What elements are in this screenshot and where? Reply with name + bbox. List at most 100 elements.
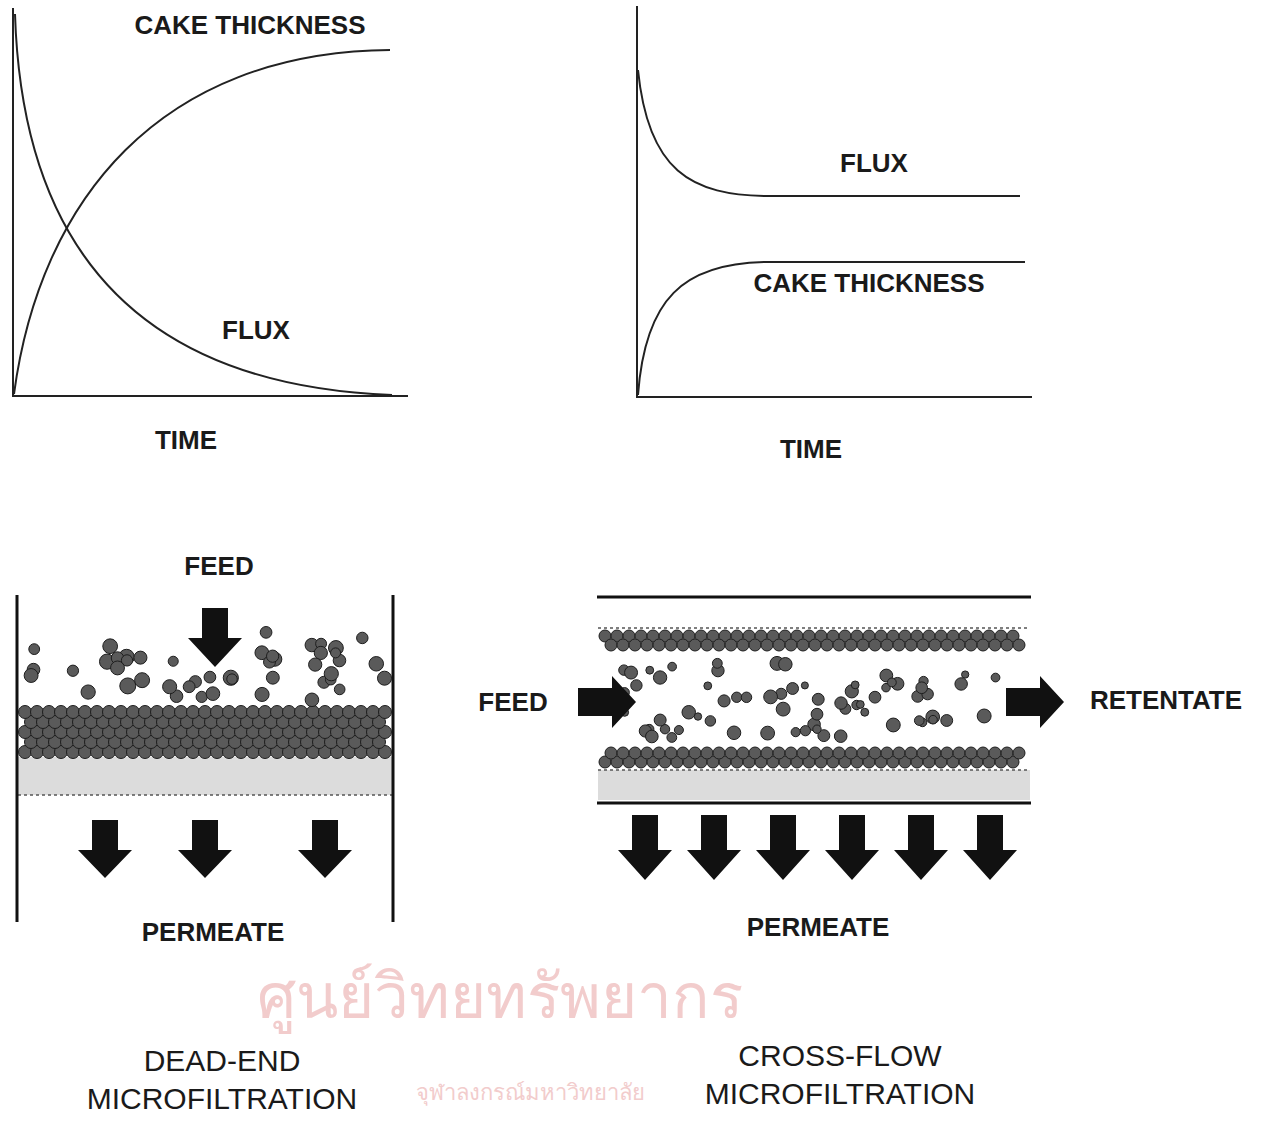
cross-flow-module xyxy=(578,597,1064,880)
particle xyxy=(120,678,136,694)
particle xyxy=(331,648,341,658)
curve-label: CAKE THICKNESS xyxy=(134,10,365,41)
particle xyxy=(677,747,689,759)
permeate-arrow xyxy=(298,820,352,878)
particle xyxy=(727,726,741,740)
particle xyxy=(857,639,869,651)
particle xyxy=(667,733,677,743)
caption: CROSS-FLOW MICROFILTRATION xyxy=(650,1037,1030,1112)
particle xyxy=(764,690,778,704)
permeate-arrows xyxy=(618,815,1017,880)
dead-end-chart xyxy=(13,8,408,396)
cross-flow-chart xyxy=(637,6,1032,397)
particles xyxy=(599,630,1025,768)
particle xyxy=(749,639,761,651)
particle xyxy=(737,639,749,651)
particle xyxy=(127,706,140,719)
particle xyxy=(801,682,808,689)
caption: DEAD-END MICROFILTRATION xyxy=(42,1042,402,1117)
particle xyxy=(785,639,797,651)
particle xyxy=(629,747,641,759)
particle xyxy=(271,706,284,719)
particle xyxy=(199,706,212,719)
permeate-arrow xyxy=(963,815,1017,880)
particle xyxy=(187,706,200,719)
particle xyxy=(641,639,653,651)
particle xyxy=(953,747,965,759)
particle xyxy=(962,671,969,678)
particle xyxy=(617,639,629,651)
particle xyxy=(809,747,821,759)
particle xyxy=(926,710,940,724)
permeate-arrow xyxy=(687,815,741,880)
particle xyxy=(307,706,320,719)
particle xyxy=(1001,639,1013,651)
watermark: ศูนย์วิทยทรัพยากร xyxy=(257,960,743,1034)
particle xyxy=(800,726,810,736)
particle xyxy=(665,747,677,759)
particle xyxy=(965,639,977,651)
stream-label: PERMEATE xyxy=(747,912,890,943)
particle xyxy=(905,747,917,759)
particle xyxy=(677,639,689,651)
particle xyxy=(761,639,773,651)
particle xyxy=(833,639,845,651)
particle xyxy=(67,706,80,719)
particle xyxy=(605,639,617,651)
particle xyxy=(665,639,677,651)
cake-curve xyxy=(14,50,390,394)
particle xyxy=(629,639,641,651)
particle xyxy=(175,706,188,719)
particle xyxy=(732,692,742,702)
particle xyxy=(705,716,715,726)
particle xyxy=(24,669,38,683)
particle xyxy=(761,726,775,740)
particle xyxy=(211,706,224,719)
particle xyxy=(631,680,642,691)
particle xyxy=(646,666,654,674)
particle xyxy=(689,639,701,651)
particle xyxy=(725,639,737,651)
particle xyxy=(713,639,725,651)
particle xyxy=(357,632,368,643)
particle xyxy=(869,747,881,759)
particle xyxy=(625,666,638,679)
stream-label: FEED xyxy=(184,551,253,582)
particle xyxy=(43,706,56,719)
particle xyxy=(235,706,248,719)
permeate-arrow xyxy=(178,820,232,878)
cake-curve xyxy=(638,262,1025,395)
dead-end-module xyxy=(17,595,393,922)
particle xyxy=(295,706,308,719)
permeate-arrow xyxy=(894,815,948,880)
particle xyxy=(223,670,238,685)
particle xyxy=(653,747,665,759)
particle xyxy=(977,639,989,651)
wall xyxy=(597,596,1031,599)
particle xyxy=(941,747,953,759)
particle xyxy=(206,687,220,701)
particle xyxy=(31,706,44,719)
particle xyxy=(812,693,824,705)
particle xyxy=(81,685,95,699)
particle xyxy=(1013,747,1025,759)
particle xyxy=(223,706,236,719)
particle xyxy=(811,708,823,720)
particle xyxy=(737,747,749,759)
particle xyxy=(851,681,859,689)
stream-label: FEED xyxy=(478,687,547,718)
particle xyxy=(857,747,869,759)
particle xyxy=(886,718,900,732)
particle xyxy=(134,651,147,664)
flux-curve xyxy=(638,70,1020,196)
particle xyxy=(797,747,809,759)
particle xyxy=(991,673,1000,682)
particle xyxy=(151,706,164,719)
particle xyxy=(701,639,713,651)
curve-label: FLUX xyxy=(840,148,908,179)
particle xyxy=(834,730,847,743)
particle xyxy=(653,639,665,651)
particle xyxy=(255,687,269,701)
particle xyxy=(377,671,391,685)
particle xyxy=(641,747,653,759)
